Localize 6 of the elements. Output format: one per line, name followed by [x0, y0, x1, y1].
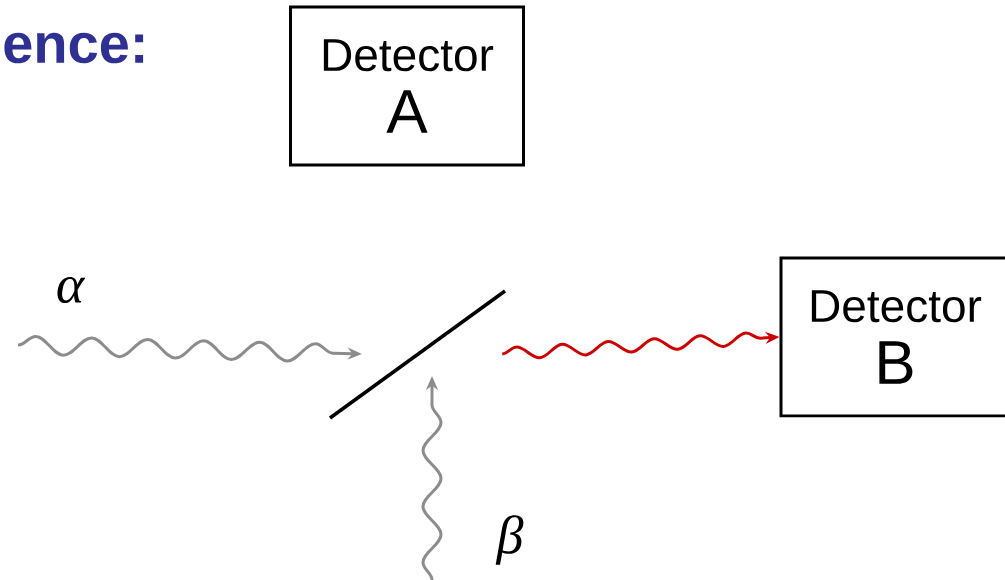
edge-label: β — [495, 515, 524, 565]
beam-splitter — [328, 289, 507, 420]
detector-box: Detector A — [289, 5, 525, 167]
title: ence: — [4, 32, 144, 64]
edge-label: α — [57, 277, 86, 303]
detector-box: Detector B — [779, 256, 1005, 418]
